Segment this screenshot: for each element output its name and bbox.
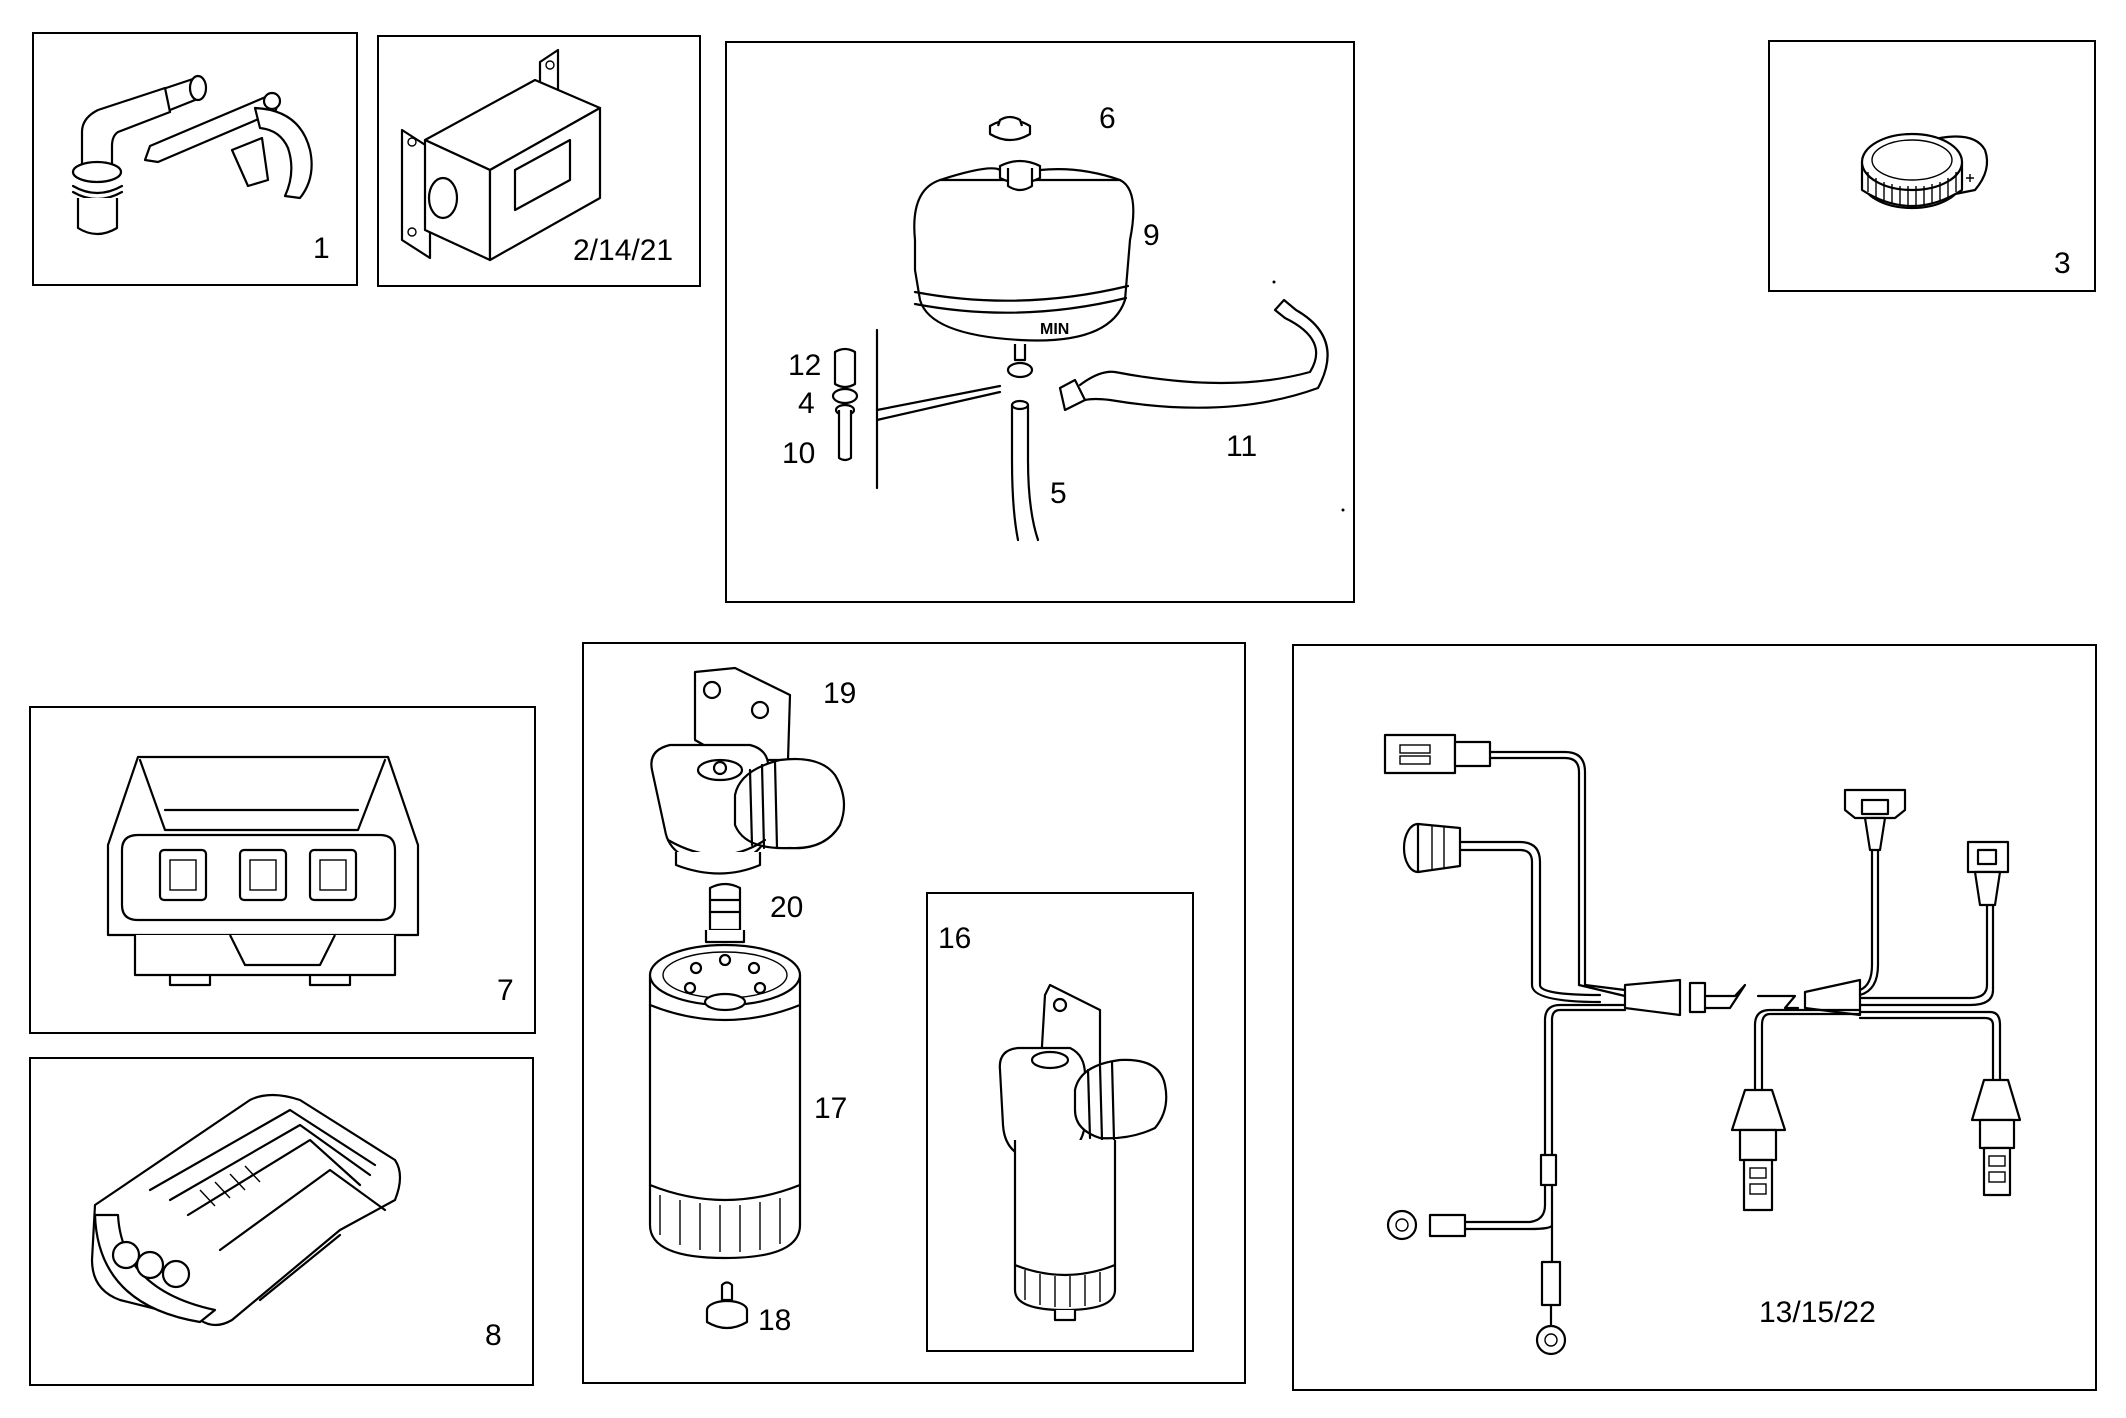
- callout-6: 6: [1099, 102, 1116, 135]
- callout-4: 4: [798, 387, 815, 420]
- panel-part-1: 1: [32, 32, 358, 286]
- callout-7: 7: [497, 974, 514, 1007]
- panel-part-13-15-22: 13/15/22: [1292, 644, 2097, 1391]
- panel-fuel-filter: 16 19 20 17 18: [582, 642, 1246, 1384]
- callout-12: 12: [788, 349, 821, 382]
- panel-part-8: 8: [29, 1057, 534, 1386]
- wiring-harness-drawing: [1383, 733, 2022, 1356]
- callout-9: 9: [1143, 219, 1160, 252]
- callout-16: 16: [938, 922, 971, 955]
- callout-2-14-21: 2/14/21: [573, 234, 673, 267]
- callout-11: 11: [1226, 430, 1257, 463]
- panel-expansion-tank: MIN 6 9 12 4 10 5 11: [725, 41, 1355, 603]
- filter-head-drawing: [650, 666, 846, 875]
- drain-screw-drawing: [705, 1281, 749, 1330]
- callout-3: 3: [2054, 247, 2071, 280]
- callout-17: 17: [814, 1092, 847, 1125]
- callout-10: 10: [782, 437, 815, 470]
- callout-8: 8: [485, 1319, 502, 1352]
- hose-elbow-drawing: [71, 74, 313, 236]
- filter-nipple-drawing: [704, 882, 746, 944]
- callout-5: 5: [1050, 477, 1067, 510]
- hose-clamp-drawing: [1860, 132, 1989, 210]
- callout-19: 19: [823, 677, 856, 710]
- tank-min-marking: MIN: [1040, 321, 1069, 338]
- panel-part-7: 7: [29, 706, 536, 1034]
- filter-assembly-drawing: [998, 983, 1168, 1322]
- panel-part-2-14-21: 2/14/21: [377, 35, 701, 287]
- panel-part-16: 16: [926, 892, 1194, 1352]
- callout-1: 1: [313, 232, 330, 265]
- expansion-tank-drawing: MIN: [831, 115, 1345, 542]
- filter-element-drawing: [648, 943, 802, 1260]
- callout-20: 20: [770, 891, 803, 924]
- connector-plug-drawing: [90, 1093, 402, 1327]
- callout-13-15-22: 13/15/22: [1759, 1296, 1876, 1329]
- control-box-drawing: [400, 48, 602, 262]
- panel-part-3: 3: [1768, 40, 2096, 292]
- three-pin-connector-drawing: [106, 755, 420, 987]
- callout-18: 18: [758, 1304, 791, 1337]
